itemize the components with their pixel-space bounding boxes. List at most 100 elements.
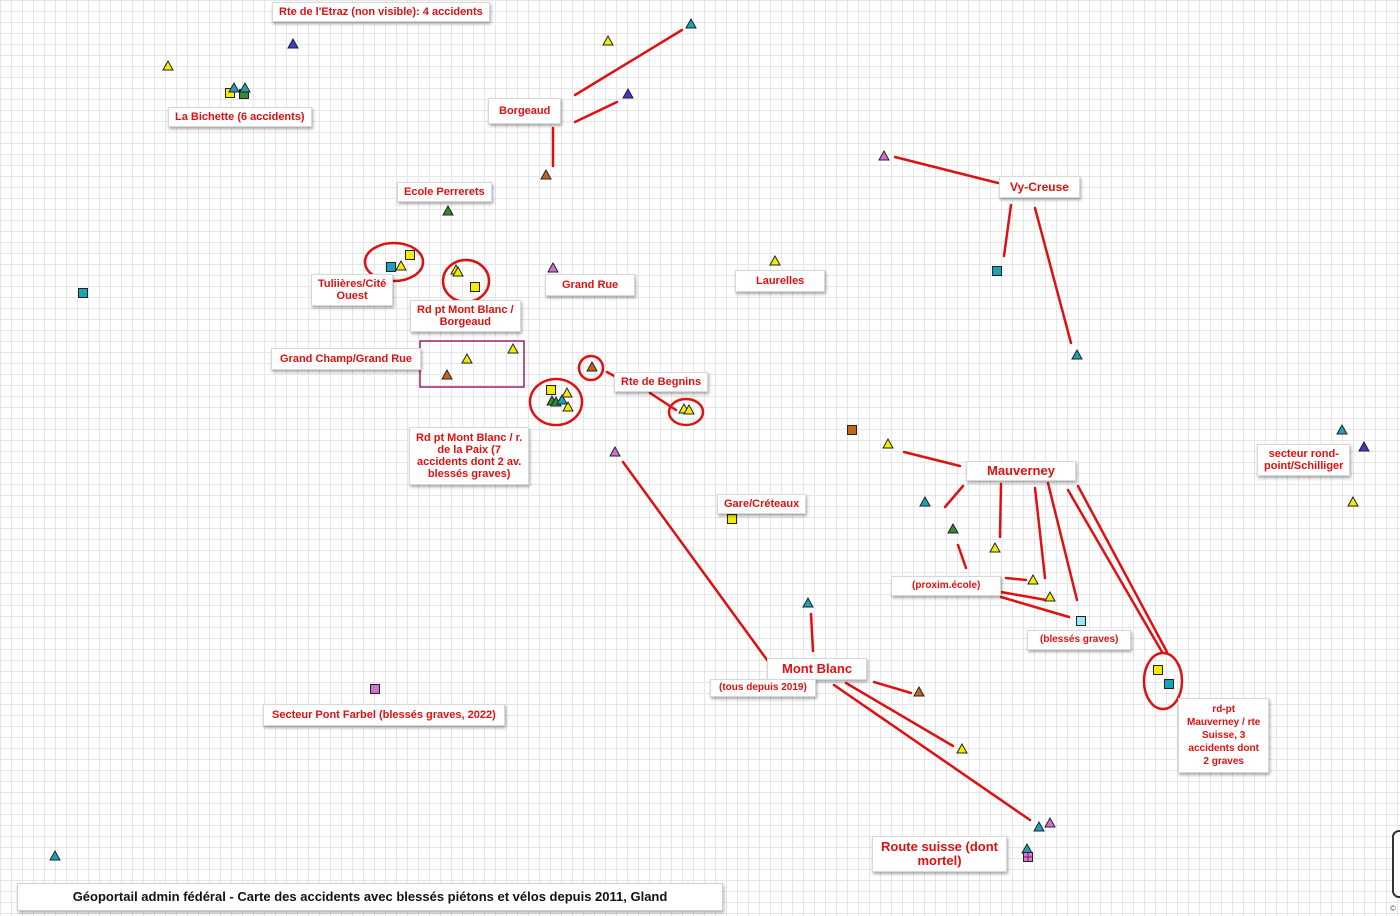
triangle-marker-yellow xyxy=(395,259,407,271)
annotation-circle xyxy=(667,397,705,427)
square-marker-yellow xyxy=(546,385,556,395)
label-rte-etraz: Rte de l'Etraz (non visible): 4 accident… xyxy=(272,2,490,22)
label-line: Borgeaud xyxy=(439,316,491,328)
triangle-marker-orange xyxy=(913,685,925,697)
triangle-marker-yellow xyxy=(1044,590,1056,602)
annotation-line xyxy=(573,100,619,124)
label-line: Rd pt Mont Blanc / r. xyxy=(416,432,523,444)
label-line: 2 graves xyxy=(1203,756,1244,767)
triangle-marker-blue xyxy=(287,37,299,49)
annotation-line xyxy=(872,680,913,695)
accident-markers xyxy=(49,17,1370,862)
annotation-line xyxy=(1046,481,1079,602)
label-ecole-perrerets: Ecole Perrerets xyxy=(397,182,492,202)
annotation-line xyxy=(832,683,1032,822)
scroll-handle[interactable] xyxy=(1392,830,1400,898)
triangle-marker-yellow xyxy=(452,265,464,277)
label-line: Mauverney / rte xyxy=(1187,717,1261,728)
annotation-line xyxy=(998,482,1003,539)
annotation-line xyxy=(893,155,1000,185)
triangle-marker-magenta xyxy=(547,261,559,273)
triangle-marker-green xyxy=(947,522,959,534)
triangle-marker-yellow xyxy=(683,403,695,415)
annotation-line xyxy=(1033,486,1047,580)
label-line: rd-pt xyxy=(1212,704,1236,715)
square-marker-magenta xyxy=(370,684,380,694)
triangle-marker-magenta xyxy=(609,445,621,457)
annotation-line xyxy=(809,612,815,653)
triangle-marker-yellow xyxy=(507,342,519,354)
label-line: Suisse, 3 xyxy=(1202,730,1246,741)
annotation-circle xyxy=(363,241,425,283)
label-line: secteur rond- xyxy=(1268,448,1339,460)
label-blesses-graves: (blessés graves) xyxy=(1027,630,1132,650)
triangle-marker-yellow xyxy=(562,400,574,412)
label-line: blessés graves) xyxy=(427,468,511,480)
triangle-marker-cyan xyxy=(1336,423,1348,435)
label-borgeaud: Borgeaud xyxy=(488,98,562,124)
label-line: de la Paix (7 xyxy=(437,444,501,456)
triangle-marker-cyan xyxy=(49,849,61,861)
triangle-marker-magenta xyxy=(1044,816,1056,828)
triangle-marker-orange xyxy=(540,168,552,180)
square-marker-yellow xyxy=(225,88,235,98)
annotation-circle xyxy=(1142,651,1184,711)
label-tulieres-cite-ouest: Tuliières/Cité Ouest xyxy=(311,274,394,306)
label-mauverney: Mauverney xyxy=(966,461,1076,481)
copyright-icon: © xyxy=(1390,904,1396,913)
label-line: accidents dont xyxy=(1188,743,1259,754)
annotation-line xyxy=(573,28,684,97)
annotation-lines xyxy=(551,28,1169,822)
triangle-marker-yellow xyxy=(561,386,573,398)
label-laurelles: Laurelles xyxy=(735,270,826,292)
triangle-marker-orange xyxy=(586,360,598,372)
annotation-rectangles xyxy=(419,340,525,388)
label-vy-creuse: Vy-Creuse xyxy=(999,176,1080,198)
triangle-marker-orange xyxy=(441,368,453,380)
annotation-line xyxy=(902,450,962,468)
label-secteur-schilliger: secteur rond- point/Schilliger xyxy=(1257,444,1351,476)
label-line: Ouest xyxy=(336,290,368,302)
label-line: mortel) xyxy=(917,853,962,868)
triangle-marker-cyan xyxy=(1071,348,1083,360)
square-marker-yellow xyxy=(405,250,415,260)
label-line: Route suisse (dont xyxy=(881,839,999,854)
triangle-marker-cyan xyxy=(1021,842,1033,854)
square-marker-cyan xyxy=(992,266,1002,276)
label-route-suisse: Route suisse (dont mortel) xyxy=(872,836,1008,872)
triangle-marker-yellow xyxy=(1027,573,1039,585)
label-pont-farbel: Secteur Pont Farbel (blessés graves, 202… xyxy=(263,704,505,726)
triangle-marker-cyan xyxy=(685,17,697,29)
annotation-rectangle xyxy=(419,340,525,388)
annotation-line xyxy=(1002,203,1013,258)
triangle-marker-cyan xyxy=(919,495,931,507)
triangle-marker-cyan xyxy=(228,81,240,93)
triangle-marker-magenta xyxy=(878,149,890,161)
label-tous-depuis-2019: (tous depuis 2019) xyxy=(710,679,816,697)
annotation-line xyxy=(621,460,772,666)
label-rdpt-mont-blanc-borgeaud: Rd pt Mont Blanc / Borgeaud xyxy=(410,300,521,332)
triangle-marker-cyan xyxy=(1033,820,1045,832)
annotation-line xyxy=(1066,488,1164,654)
label-line: point/Schilliger xyxy=(1264,460,1344,472)
square-marker-yellow xyxy=(1153,665,1163,675)
annotation-line xyxy=(999,590,1048,602)
annotation-line xyxy=(648,391,678,412)
square-marker-yellow xyxy=(470,282,480,292)
label-grand-champ-grand-rue: Grand Champ/Grand Rue xyxy=(271,348,422,370)
label-rdpt-mont-blanc-paix: Rd pt Mont Blanc / r. de la Paix (7 acci… xyxy=(409,427,530,485)
label-line: Rd pt Mont Blanc / xyxy=(417,304,514,316)
triangle-marker-cyan xyxy=(802,596,814,608)
triangle-marker-yellow xyxy=(1347,495,1359,507)
label-line: accidents dont 2 av. xyxy=(417,456,522,468)
label-proxim-ecole: (proxim.école) xyxy=(891,576,1002,596)
triangle-marker-yellow xyxy=(162,59,174,71)
annotation-circle xyxy=(577,354,605,382)
triangle-marker-yellow xyxy=(461,352,473,364)
triangle-marker-yellow xyxy=(989,541,1001,553)
annotation-line xyxy=(999,595,1071,619)
annotation-line xyxy=(844,681,955,748)
triangle-marker-cyan xyxy=(239,81,251,93)
annotation-circle xyxy=(528,377,584,427)
